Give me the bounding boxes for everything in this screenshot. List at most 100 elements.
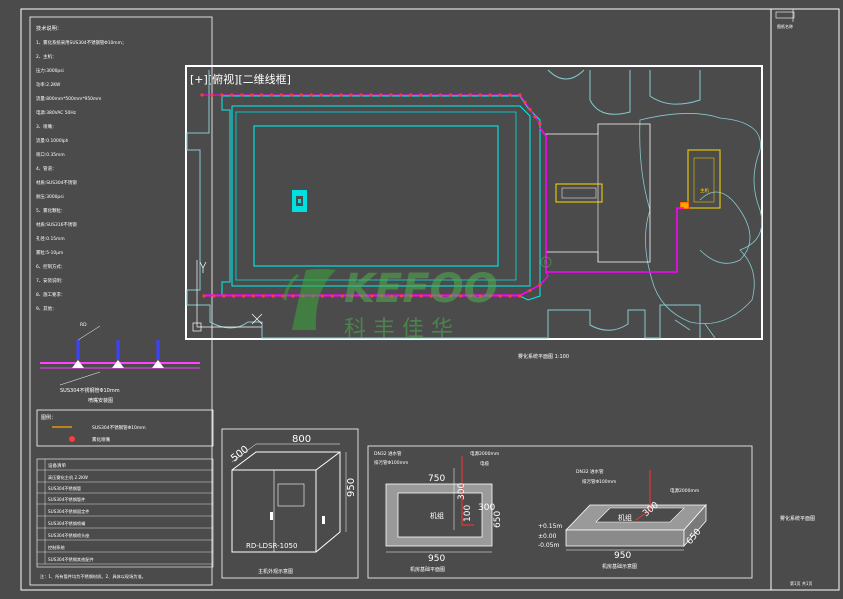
legend-item-nozzle: 雾化喷嘴 [92,436,110,443]
pit-inner-label: 机组 [430,511,444,520]
notes-line: 5、雾化颗粒： [36,207,65,214]
logo-text: KEFOO [344,266,498,312]
plan-viewport-frame [185,65,763,340]
nozzle [329,93,333,97]
nozzle [241,294,246,298]
nozzle [269,93,274,97]
pit-note: 电源2000mm [470,450,499,457]
pit-plan-caption: 机房基础平面图 [410,566,445,573]
notes-line: 7、安装说明： [36,277,65,284]
notes-line: 技术说明： [36,24,62,32]
notes-line: 4、管道： [36,165,56,172]
title-block-top-text: 图纸名称 [777,23,793,29]
detail-pit-iso: 950 300 650 机组 +0.15m ±0.00 -0.05m DN32 … [538,468,707,570]
nozzle [360,294,364,298]
notes-line: 3、喷嘴： [36,123,56,130]
equipment-row: SUS304不锈钢管 [48,485,81,492]
nozzle [468,93,472,97]
pit-height: 650 [493,511,503,528]
nozzle [369,93,373,97]
nozzle [319,93,323,97]
nozzle [309,93,313,97]
nozzle [389,93,393,97]
legend-item-pipe: SUS304不锈钢管Φ10mm [92,424,146,431]
nozzle [409,93,413,97]
notes-line: 电源:380VAC 50Hz [36,109,77,116]
equipment-header: 设备清单 [48,462,66,469]
nozzle [429,294,433,298]
nozzle [498,294,502,298]
nozzle [260,93,264,97]
notes-line: 材质:SUS304不锈钢 [36,179,77,186]
pit-outer: 950 [428,554,445,564]
pit-inner: 100 [463,505,473,522]
nozzle [251,294,255,298]
mist-host-cabinet [679,201,690,210]
iso-note: 电源2000mm [670,487,699,494]
nozzle [399,294,404,298]
equipment-row: SUS304不锈钢管件 [48,496,85,503]
nozzle [320,294,325,298]
mist-supply-pipe [539,127,684,273]
drawing-frame [20,8,840,591]
ucs-icon [192,260,263,332]
nozzle [359,93,363,97]
cabinet-width: 800 [292,434,311,445]
pit-note: 电缆 [480,460,489,467]
notes-line: 流量:800mm*500mm*950mm [36,95,101,102]
nozzle [390,294,394,298]
notes-line: 雾粒:5-10μm [36,249,63,256]
nozzle [230,93,234,97]
notes-line: 孔径:0.15mm [36,235,65,242]
nozzle [289,93,294,97]
cabinet-model: RD-LDSR-1050 [246,542,297,550]
nozzle [299,93,303,97]
nozzle [449,294,453,298]
nozzle-detail: RD SUS304不锈钢管Φ10mm 喷嘴安装图 [40,322,200,404]
notes-line: 6、控制方式： [36,263,65,270]
title-block-stamp [775,11,795,19]
nozzle [339,93,343,97]
pavilion-building [545,123,651,263]
equipment-row: 控制系统 [48,544,65,551]
nozzle [459,294,463,298]
nozzle [419,93,423,97]
notes-line: 压力:3000psi [36,67,64,74]
nozzle [279,93,284,97]
notes-line: 喷口:0.35mm [36,151,65,158]
svg-text:R: R [544,260,548,267]
pit-note: DN32 进水管 [374,450,402,457]
nozzle [533,115,537,119]
garden-area [639,113,763,325]
notes-line: 2、主机： [36,53,56,60]
notes-text: 技术说明：1、雾化系统采用SUS304不锈钢管Φ10mm；2、主机：压力:300… [36,24,126,312]
nozzle [291,294,295,298]
nozzle [370,294,374,298]
cabinet-label: 主机 [700,187,709,194]
nozzle [399,93,403,97]
nozzle [488,294,492,298]
nozzle [498,93,502,97]
nozzle [439,294,443,298]
pool-edge [231,105,531,287]
nozzle [330,294,334,298]
iso-inner-label: 机组 [618,513,632,522]
notes-line: 材质:SUS316不锈钢 [36,221,77,228]
nozzle [271,294,275,298]
equipment-table: 设备清单 高压雾化主机 2.2KW SUS304不锈钢管 SUS304不锈钢管件… [36,458,214,568]
detail-caption: 喷嘴安装图 [88,397,113,404]
nozzle [240,93,244,97]
nozzle [528,288,532,293]
plan-caption: 雾化系统平面图 1:100 [518,353,569,360]
nozzle [523,100,527,104]
notes-line: 流量:0.1000lph [36,137,69,144]
legend-title: 图例： [41,414,56,421]
iso-pit-caption: 机房基础示意图 [602,563,637,570]
legend-box [36,409,214,447]
nozzle [281,294,285,298]
nozzle [232,294,236,298]
nozzle [478,93,482,97]
nozzle [349,93,353,97]
nozzle [202,294,206,298]
